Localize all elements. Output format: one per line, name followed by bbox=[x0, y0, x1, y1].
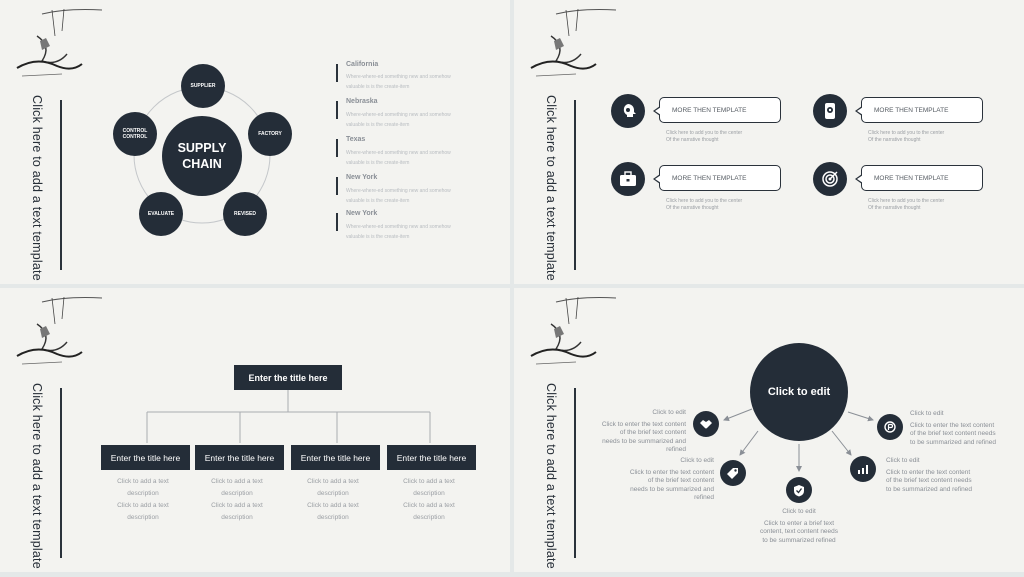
city-desc: Where-where-ed something new and somehow… bbox=[346, 74, 451, 90]
ink-landscape-decoration bbox=[16, 296, 103, 365]
ink-landscape-decoration bbox=[16, 8, 103, 77]
template-bubble[interactable]: MORE THEN TEMPLATE bbox=[653, 165, 781, 191]
city-marker bbox=[336, 64, 338, 82]
target-icon bbox=[813, 162, 847, 196]
org-connectors bbox=[146, 390, 431, 443]
side-title[interactable]: Click here to add a text template bbox=[30, 95, 44, 281]
spoke-text-tl[interactable]: Click to edit Click to enter the text co… bbox=[601, 409, 686, 453]
node-revised[interactable]: REVISED bbox=[223, 192, 267, 236]
city-marker bbox=[336, 101, 338, 119]
ink-landscape-decoration bbox=[530, 8, 617, 77]
template-bubble[interactable]: MORE THEN TEMPLATE bbox=[653, 97, 781, 123]
side-title[interactable]: Click here to add a text template bbox=[544, 383, 558, 569]
side-bar bbox=[574, 100, 576, 270]
head-gear-icon bbox=[611, 94, 645, 128]
slide-org-chart[interactable]: Click here to add a text template Enter … bbox=[0, 288, 510, 572]
side-bar bbox=[60, 100, 62, 270]
phone-gear-icon bbox=[813, 94, 847, 128]
city-name[interactable]: Nebraska bbox=[346, 98, 378, 105]
node-evaluate[interactable]: EVALUATE bbox=[139, 192, 183, 236]
side-bar bbox=[574, 388, 576, 558]
org-box-title[interactable]: Enter the title here bbox=[195, 445, 284, 470]
side-bar bbox=[60, 388, 62, 558]
org-box-title[interactable]: Enter the title here bbox=[291, 445, 380, 470]
briefcase-icon bbox=[611, 162, 645, 196]
org-box-title[interactable]: Enter the title here bbox=[101, 445, 190, 470]
currency-icon[interactable] bbox=[877, 414, 903, 440]
org-top-title[interactable]: Enter the title here bbox=[234, 365, 342, 390]
city-desc: Where-where-ed something new and somehow… bbox=[346, 112, 451, 128]
spoke-text-tr[interactable]: Click to edit Click to enter the text co… bbox=[910, 410, 996, 446]
org-box-title[interactable]: Enter the title here bbox=[387, 445, 476, 470]
slide-hub-spokes[interactable]: Click here to add a text template Click … bbox=[514, 288, 1024, 572]
slide-supply-chain[interactable]: Click here to add a text template SUPPLY… bbox=[0, 0, 510, 284]
node-factory[interactable]: FACTORY bbox=[248, 112, 292, 156]
city-desc: Where-where-ed something new and somehow… bbox=[346, 188, 451, 204]
city-marker bbox=[336, 213, 338, 231]
spoke-text-mr[interactable]: Click to edit Click to enter the text co… bbox=[886, 457, 972, 493]
shield-icon[interactable] bbox=[786, 477, 812, 503]
city-desc: Where-where-ed something new and somehow… bbox=[346, 224, 451, 240]
city-name[interactable]: New York bbox=[346, 210, 378, 217]
city-name[interactable]: California bbox=[346, 61, 379, 68]
city-name[interactable]: Texas bbox=[346, 136, 366, 143]
city-marker bbox=[336, 139, 338, 157]
spoke-arrows bbox=[723, 408, 874, 472]
spoke-text-ml[interactable]: Click to edit Click to enter the text co… bbox=[629, 457, 714, 501]
side-title[interactable]: Click here to add a text template bbox=[30, 383, 44, 569]
template-bubble[interactable]: MORE THEN TEMPLATE bbox=[855, 165, 983, 191]
city-desc: Where-where-ed something new and somehow… bbox=[346, 150, 451, 166]
side-title[interactable]: Click here to add a text template bbox=[544, 95, 558, 281]
tag-icon[interactable] bbox=[720, 460, 746, 486]
city-marker bbox=[336, 177, 338, 195]
city-name[interactable]: New York bbox=[346, 174, 378, 181]
template-bubble[interactable]: MORE THEN TEMPLATE bbox=[855, 97, 983, 123]
slide-template-bubbles[interactable]: Click here to add a text template MORE T… bbox=[514, 0, 1024, 284]
node-supplier[interactable]: SUPPLIER bbox=[181, 64, 225, 108]
ink-landscape-decoration bbox=[530, 296, 617, 365]
spoke-text-bottom[interactable]: Click to edit Click to enter a brief tex… bbox=[759, 508, 839, 544]
handshake-icon[interactable] bbox=[693, 411, 719, 437]
bar-chart-icon[interactable] bbox=[850, 456, 876, 482]
hub-center[interactable]: Click to edit bbox=[750, 343, 848, 441]
